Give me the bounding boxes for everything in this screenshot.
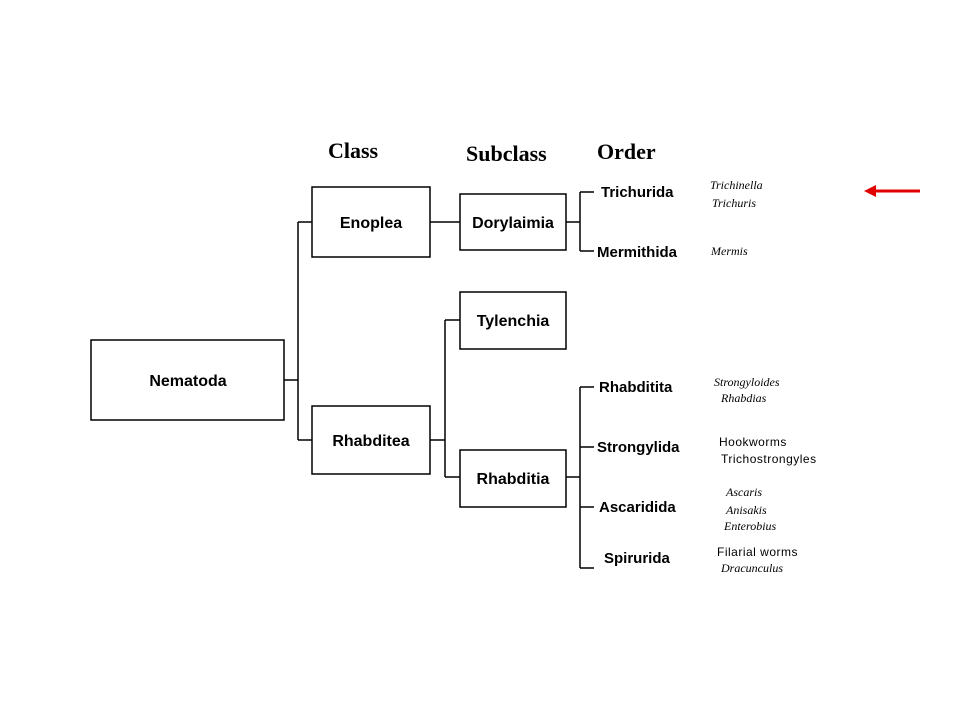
phylum-label: Nematoda [149,373,226,390]
genus-label: Trichostrongyles [721,452,817,466]
genera-ascaridida: Ascaris Anisakis Enterobius [723,485,777,533]
genus-label: Mermis [710,244,748,258]
class-node-enoplea: Enoplea [311,186,431,258]
genera-strongylida: Hookworms Trichostrongyles [719,435,817,466]
genus-label: Trichinella [710,178,763,192]
genus-label: Trichuris [712,196,756,210]
genus-label: Enterobius [723,519,777,533]
subclass-node-tylenchia: Tylenchia [459,291,567,350]
header-class: Class [328,138,379,163]
order-label-strongylida: Strongylida [597,439,680,456]
genus-label: Anisakis [725,503,767,517]
phylum-node: Nematoda [90,339,285,421]
genus-label: Hookworms [719,435,787,449]
genera-trichurida: Trichinella Trichuris [710,178,763,210]
order-label-ascaridida: Ascaridida [599,499,676,516]
order-label-rhabditita: Rhabditita [599,379,673,396]
genera-rhabditita: Strongyloides Rhabdias [714,375,780,405]
genera-spirurida: Filarial worms Dracunculus [717,545,798,575]
header-order: Order [597,139,656,164]
subclass-label: Rhabditia [477,471,550,488]
genus-label: Filarial worms [717,545,798,559]
genus-label: Dracunculus [720,561,783,575]
left-arrow-icon [864,185,920,197]
order-label-mermithida: Mermithida [597,244,678,261]
subclass-label: Tylenchia [477,313,550,330]
class-node-rhabditea: Rhabditea [311,405,431,475]
genus-label: Ascaris [725,485,762,499]
header-subclass: Subclass [466,141,547,166]
genera-mermithida: Mermis [710,244,748,258]
order-label-spirurida: Spirurida [604,550,671,567]
subclass-node-rhabditia: Rhabditia [459,449,567,508]
genus-label: Strongyloides [714,375,780,389]
genus-label: Rhabdias [720,391,767,405]
connector-lines [284,191,594,569]
class-label: Enoplea [340,215,402,232]
subclass-label: Dorylaimia [472,215,554,232]
subclass-node-dorylaimia: Dorylaimia [459,193,567,251]
order-label-trichurida: Trichurida [601,184,674,201]
class-label: Rhabditea [332,433,409,450]
